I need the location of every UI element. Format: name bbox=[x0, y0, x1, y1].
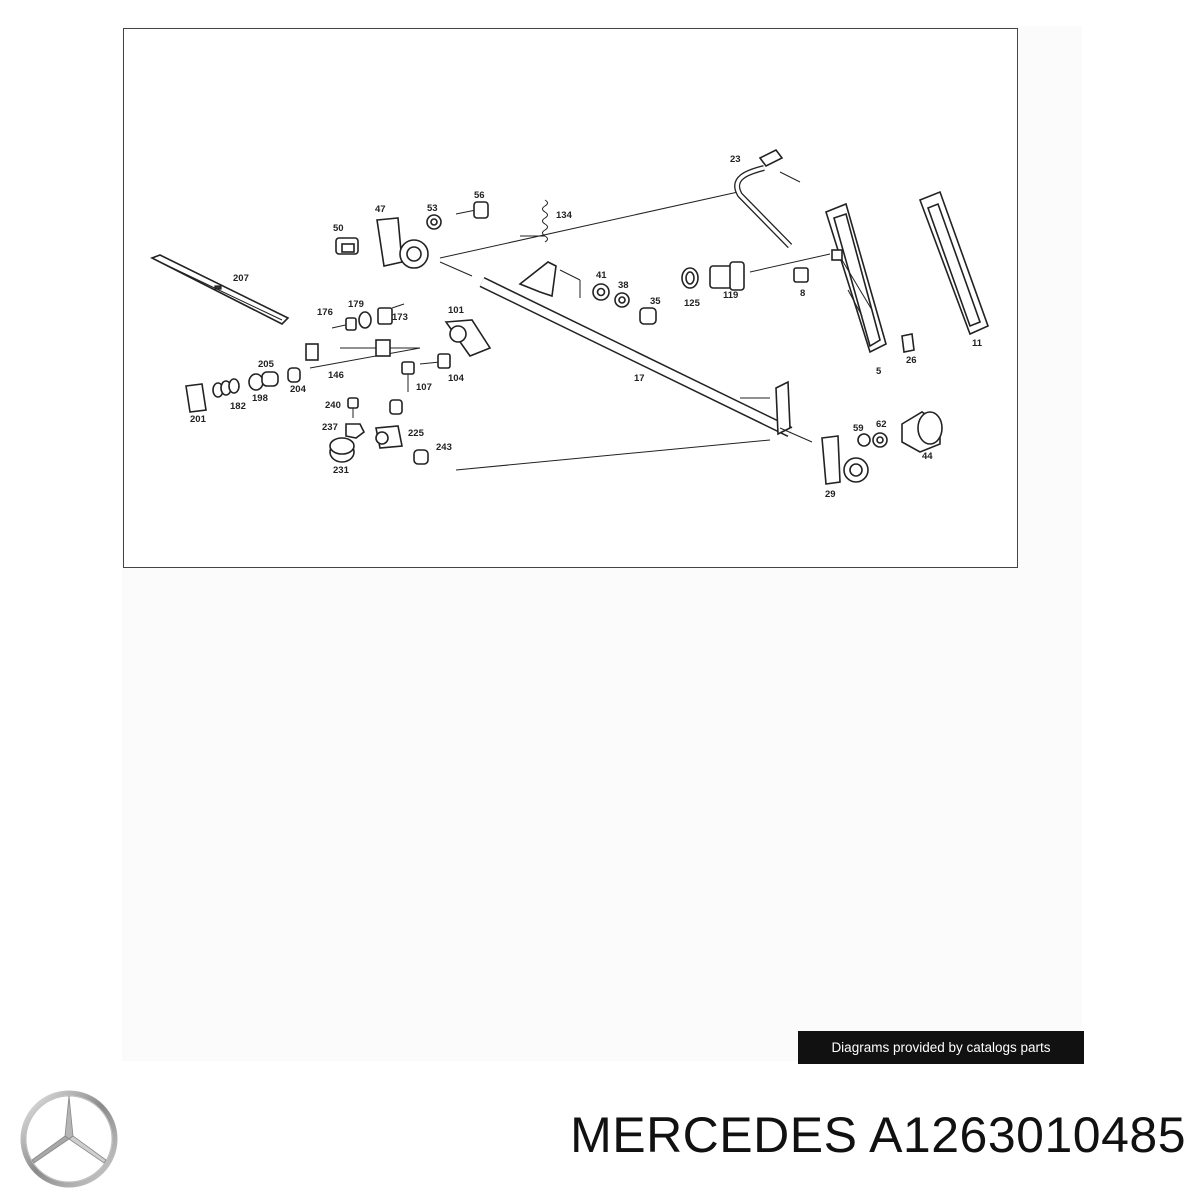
callout-label: 240 bbox=[325, 400, 341, 411]
part-201-bracket bbox=[185, 383, 207, 413]
diagram-credit-text: Diagrams provided by catalogs parts bbox=[831, 1040, 1051, 1055]
part-104-bolt bbox=[419, 353, 451, 369]
leader-lines bbox=[340, 171, 831, 471]
part-59-nut bbox=[857, 433, 871, 447]
part-38-washer bbox=[614, 292, 630, 308]
callout-label: 38 bbox=[618, 280, 629, 291]
callout-label: 53 bbox=[427, 203, 438, 214]
callout-label: 8 bbox=[800, 288, 805, 299]
part-41-bushing bbox=[592, 283, 610, 301]
callout-label: 44 bbox=[922, 451, 933, 462]
callout-label: 134 bbox=[556, 210, 573, 221]
callout-label: 11 bbox=[972, 338, 983, 349]
callout-label: 35 bbox=[650, 296, 661, 307]
mercedes-star-icon bbox=[20, 1090, 118, 1188]
callout-label: 201 bbox=[190, 414, 207, 425]
callout-label: 104 bbox=[448, 373, 465, 384]
callout-label: 225 bbox=[408, 428, 425, 439]
callout-label: 204 bbox=[290, 384, 307, 395]
part-240-bolt bbox=[347, 397, 359, 418]
part-205-washer bbox=[261, 371, 279, 387]
callout-label: 179 bbox=[348, 299, 364, 310]
callout-label: 125 bbox=[684, 298, 701, 309]
callout-label: 119 bbox=[723, 290, 738, 301]
part-207-rail bbox=[150, 254, 290, 325]
part-5-pedal bbox=[825, 202, 887, 354]
part-237-nut bbox=[345, 423, 366, 439]
part-198-bushing bbox=[248, 373, 264, 391]
part-179-washer bbox=[358, 311, 372, 329]
part-107-bolt bbox=[401, 361, 415, 392]
part-225-linkage bbox=[375, 399, 403, 449]
part-119-plug bbox=[709, 261, 745, 291]
part-17-shaft bbox=[479, 261, 813, 443]
callout-label: 182 bbox=[230, 401, 246, 412]
callout-label: 59 bbox=[853, 423, 864, 434]
callout-label: 50 bbox=[333, 223, 344, 234]
part-243-clip bbox=[413, 449, 429, 465]
part-47-bracket bbox=[376, 217, 429, 269]
diagram-credit-badge: Diagrams provided by catalogs parts bbox=[798, 1031, 1084, 1064]
part-26-clip bbox=[901, 333, 915, 353]
callout-label: 237 bbox=[322, 422, 338, 433]
callout-label: 243 bbox=[436, 442, 452, 453]
callout-label: 41 bbox=[596, 270, 607, 281]
part-29-bracket bbox=[821, 435, 869, 485]
callout-label: 47 bbox=[375, 204, 386, 215]
callout-label: 146 bbox=[328, 370, 344, 381]
callout-label: 101 bbox=[448, 305, 465, 316]
callout-label: 29 bbox=[825, 489, 836, 500]
callout-label: 23 bbox=[730, 154, 741, 165]
callout-label: 173 bbox=[392, 312, 408, 323]
part-35-bolt bbox=[639, 307, 657, 325]
part-176-bolt bbox=[331, 317, 357, 331]
callout-label: 5 bbox=[876, 366, 882, 377]
part-125-ring bbox=[681, 267, 699, 289]
part-56-screw bbox=[455, 201, 489, 219]
callout-label: 231 bbox=[333, 465, 350, 476]
callout-label: 62 bbox=[876, 419, 887, 430]
part-11-pad bbox=[918, 190, 990, 336]
part-53-washer bbox=[426, 214, 442, 230]
part-204-bushing bbox=[287, 367, 301, 383]
callout-label: 198 bbox=[252, 393, 268, 404]
part-146-shaft bbox=[305, 339, 421, 369]
callout-label: 207 bbox=[233, 273, 249, 284]
part-101-lever bbox=[444, 319, 492, 357]
callout-label: 26 bbox=[906, 355, 917, 366]
part-62-nut bbox=[872, 432, 888, 448]
part-44-bumper bbox=[901, 411, 943, 453]
part-134-spring bbox=[542, 199, 548, 243]
part-231-grommet bbox=[329, 437, 355, 463]
part-50-clip bbox=[335, 237, 359, 255]
callout-labels: 23 134 56 53 47 50 207 41 38 35 125 119 … bbox=[190, 154, 983, 500]
part-title: MERCEDES A1263010485 bbox=[570, 1107, 1186, 1163]
callout-label: 107 bbox=[416, 382, 432, 393]
part-8-clip bbox=[793, 267, 809, 283]
callout-label: 17 bbox=[634, 373, 645, 384]
callout-label: 205 bbox=[258, 359, 275, 370]
callout-label: 56 bbox=[474, 190, 485, 201]
part-182-spring bbox=[212, 378, 240, 398]
callout-label: 176 bbox=[317, 307, 333, 318]
part-23-rod bbox=[734, 148, 793, 249]
part-173-bracket bbox=[377, 303, 405, 325]
